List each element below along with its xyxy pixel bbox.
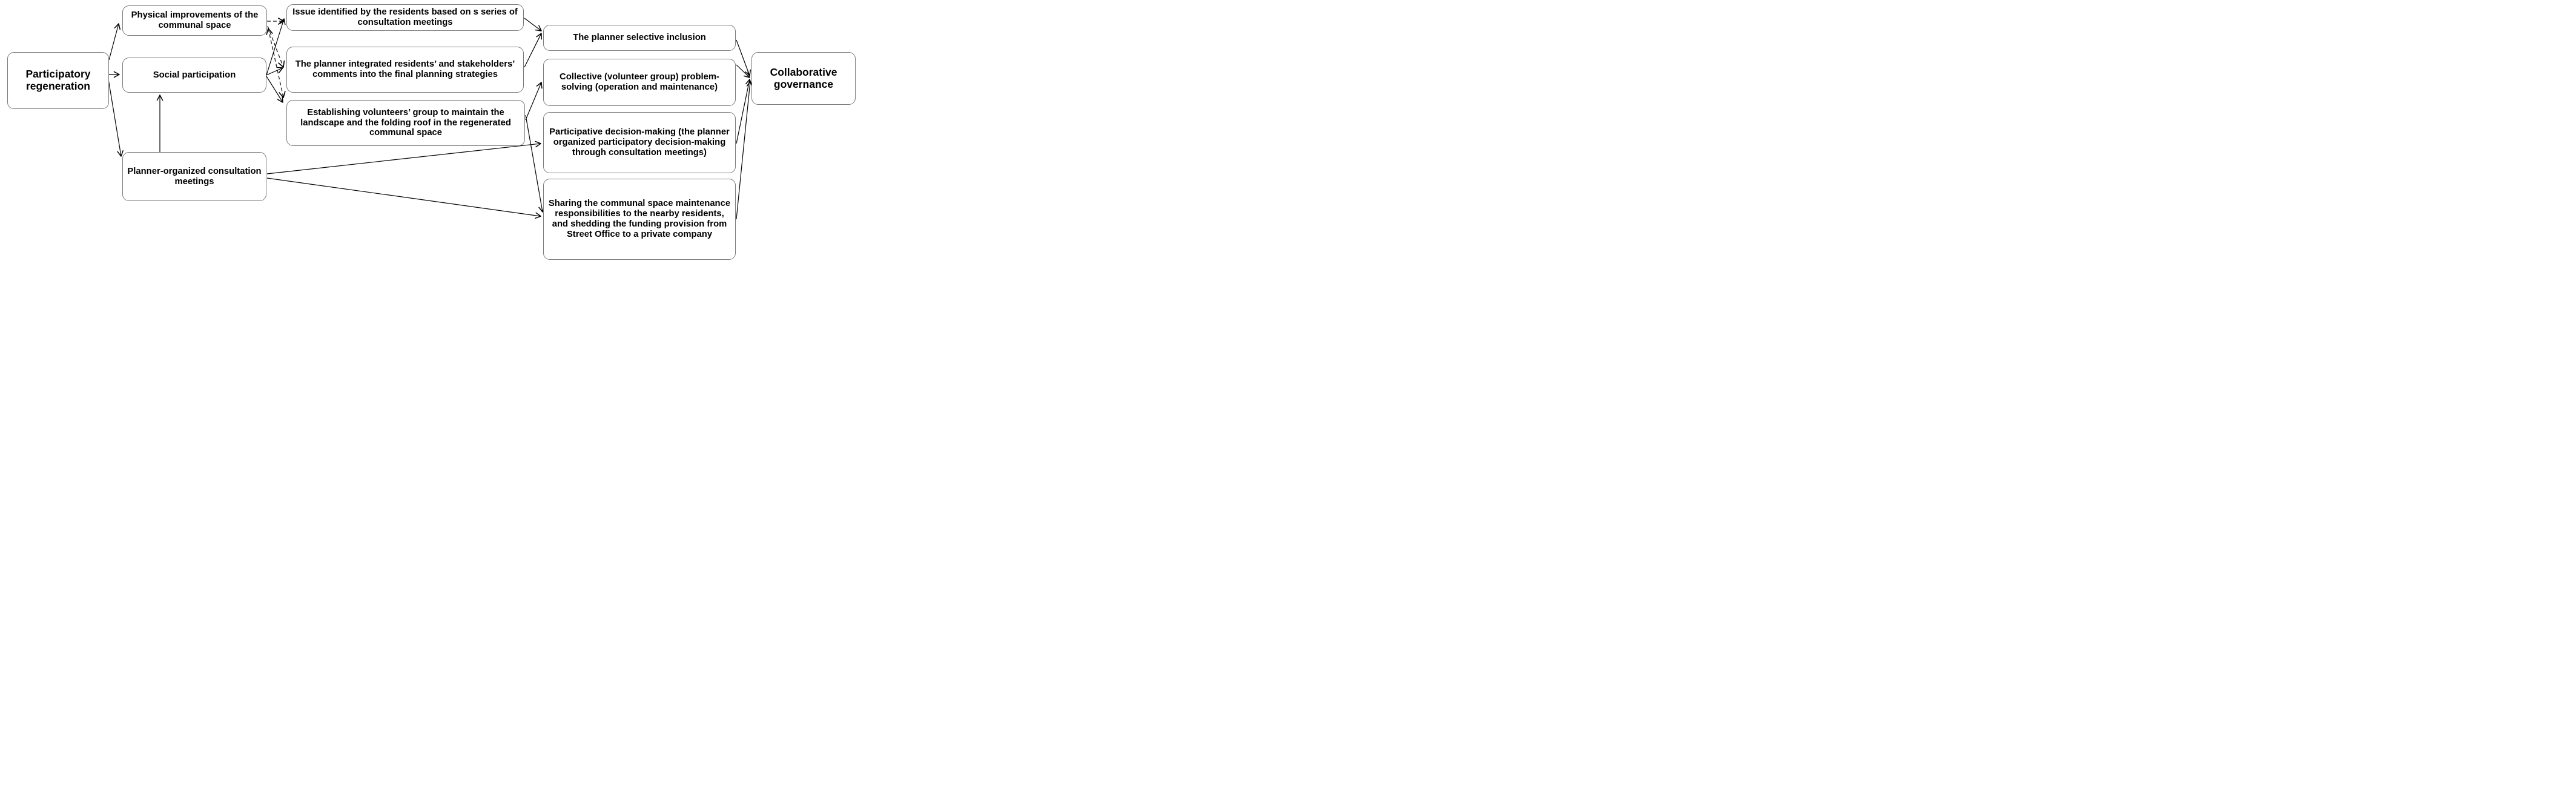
node-issue-identified: Issue identified by the residents based … bbox=[286, 4, 524, 31]
node-participatory-regeneration: Participatory regeneration bbox=[7, 52, 109, 109]
edge-participative_decision-to-collaborative_governance bbox=[736, 79, 752, 144]
node-planner-integrated: The planner integrated residents’ and st… bbox=[286, 47, 524, 93]
edge-social_participation-to-issue_identified bbox=[266, 18, 286, 76]
node-label: Participative decision-making (the plann… bbox=[549, 127, 730, 157]
node-label: Issue identified by the residents based … bbox=[292, 7, 518, 27]
node-label: The planner integrated residents’ and st… bbox=[295, 59, 515, 79]
node-label: Sharing the communal space maintenance r… bbox=[548, 199, 731, 239]
edge-sharing_maintenance-to-collaborative_governance bbox=[736, 81, 753, 220]
edge-issue_identified-to-selective_inclusion bbox=[524, 18, 542, 31]
node-label: Planner-organized consultation meetings bbox=[127, 166, 262, 187]
node-label: Social participation bbox=[153, 70, 236, 80]
edges-layer bbox=[107, 18, 753, 220]
node-physical-improvements: Physical improvements of the communal sp… bbox=[122, 5, 267, 36]
node-sharing-maintenance: Sharing the communal space maintenance r… bbox=[543, 179, 736, 260]
edge-selective_inclusion-to-collaborative_governance bbox=[736, 39, 751, 76]
edge-establishing_volunteers-to-collective_problem_solving bbox=[525, 82, 543, 121]
node-collaborative-governance: Collaborative governance bbox=[751, 52, 856, 105]
node-label: Participatory regeneration bbox=[25, 68, 91, 92]
node-label: Establishing volunteers’ group to mainta… bbox=[300, 107, 511, 138]
node-collective-problem-solving: Collective (volunteer group) problem-sol… bbox=[543, 59, 736, 106]
node-participative-decision: Participative decision-making (the plann… bbox=[543, 112, 736, 173]
node-planner-meetings: Planner-organized consultation meetings bbox=[122, 152, 266, 201]
edge-participatory_regeneration-to-physical_improvements bbox=[108, 23, 121, 61]
node-label: Physical improvements of the communal sp… bbox=[131, 10, 259, 30]
node-label: The planner selective inclusion bbox=[573, 33, 706, 43]
edge-social_participation-to-planner_integrated bbox=[266, 67, 283, 76]
edge-collective_problem_solving-to-collaborative_governance bbox=[736, 64, 750, 78]
node-label: Collaborative governance bbox=[770, 65, 837, 90]
edge-participatory_regeneration-to-planner_meetings bbox=[107, 75, 124, 157]
node-social-participation: Social participation bbox=[122, 58, 266, 93]
node-selective-inclusion: The planner selective inclusion bbox=[543, 25, 736, 51]
edge-planner_integrated-to-selective_inclusion bbox=[524, 33, 542, 68]
node-establishing-volunteers: Establishing volunteers’ group to mainta… bbox=[286, 100, 525, 146]
flow-diagram: Participatory regeneration Physical impr… bbox=[0, 0, 859, 263]
edge-social_participation-to-establishing_volunteers bbox=[266, 76, 283, 103]
edge-planner_meetings-to-participative_decision bbox=[266, 141, 541, 174]
edge-establishing_volunteers-to-sharing_maintenance bbox=[525, 114, 545, 213]
node-label: Collective (volunteer group) problem-sol… bbox=[560, 72, 719, 92]
edge-planner_meetings-to-sharing_maintenance bbox=[266, 177, 541, 219]
